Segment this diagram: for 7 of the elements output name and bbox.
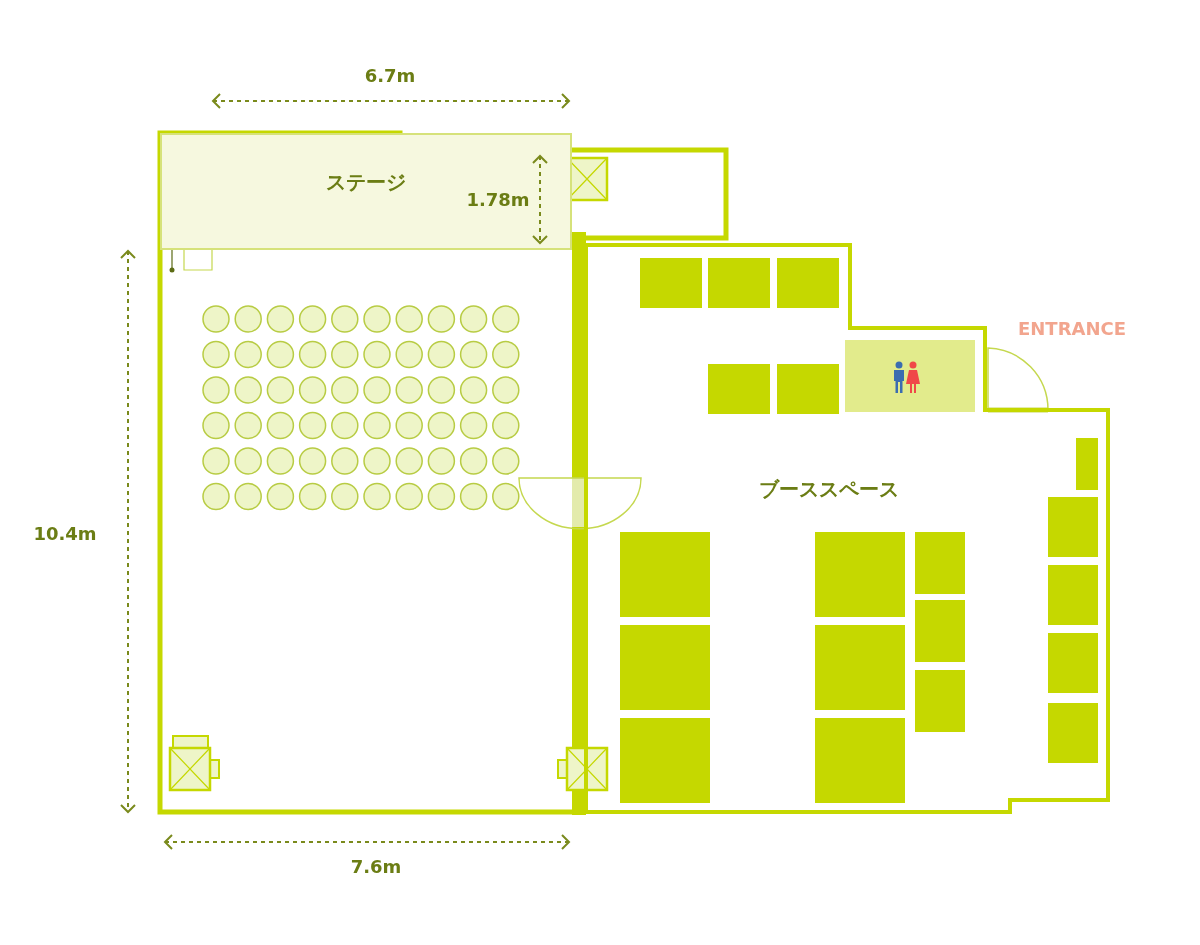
entrance-label: ENTRANCE: [1018, 317, 1126, 339]
dimension-label: 10.4m: [33, 522, 97, 544]
dimension-label: 6.7m: [364, 64, 416, 86]
area-label: ブーススペース: [759, 476, 899, 503]
area-label: ステージ: [326, 169, 406, 196]
dimension-label: 1.78m: [466, 188, 530, 210]
dimension-label: 7.6m: [350, 855, 402, 877]
